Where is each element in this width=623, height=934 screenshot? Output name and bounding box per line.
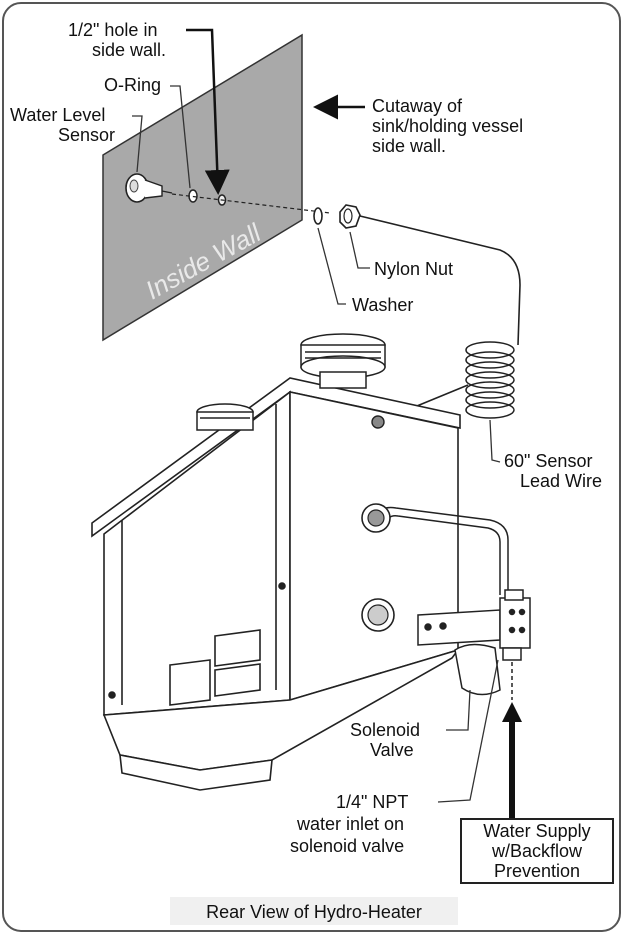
assembly-axis bbox=[171, 193, 331, 214]
hole-arrow bbox=[186, 28, 230, 195]
water-supply-box bbox=[460, 818, 614, 884]
lead-wire-label-line1: 60" Sensor bbox=[504, 451, 592, 471]
caption: Rear View of Hydro-Heater bbox=[206, 902, 422, 922]
sensor-label-line1: Water Level bbox=[10, 105, 105, 125]
npt-label-line2: water inlet on bbox=[296, 814, 404, 834]
coiled-lead-wire bbox=[465, 341, 515, 419]
hole-label-line2: side wall. bbox=[92, 40, 166, 60]
sensor-label-line2: Sensor bbox=[58, 125, 115, 145]
sensor-lead-wire bbox=[359, 215, 521, 346]
cutaway-label-line2: sink/holding vessel bbox=[372, 116, 523, 136]
cutaway-label-line3: side wall. bbox=[372, 136, 446, 156]
water-supply-arrow-icon bbox=[502, 702, 522, 818]
solenoid-label-line1: Solenoid bbox=[350, 720, 420, 740]
solenoid-valve-icon bbox=[417, 589, 531, 696]
hole-label-line1: 1/2" hole in bbox=[68, 20, 157, 40]
npt-label-line3: solenoid valve bbox=[290, 836, 404, 856]
caption-background bbox=[170, 897, 458, 925]
supply-label-line3: Prevention bbox=[494, 861, 580, 881]
npt-label-line1: 1/4" NPT bbox=[336, 792, 408, 812]
supply-label-line2: w/Backflow bbox=[491, 841, 583, 861]
cutaway-label-line1: Cutaway of bbox=[372, 96, 463, 116]
supply-label-line1: Water Supply bbox=[483, 821, 590, 841]
nylon-nut-label: Nylon Nut bbox=[374, 259, 453, 279]
sensor-port-icon bbox=[371, 415, 385, 429]
washer-icon bbox=[313, 207, 323, 225]
top-fitting-icon bbox=[300, 333, 386, 389]
sink-side-wall: Inside Wall bbox=[102, 33, 303, 342]
second-top-fitting-icon bbox=[196, 403, 254, 431]
hydro-heater-body bbox=[91, 377, 461, 791]
o-ring-label: O-Ring bbox=[104, 75, 161, 95]
nylon-nut-icon bbox=[339, 204, 361, 229]
water-level-sensor-icon bbox=[125, 173, 173, 203]
lead-wire-label-line2: Lead Wire bbox=[520, 471, 602, 491]
washer-label: Washer bbox=[352, 295, 413, 315]
solenoid-label-line2: Valve bbox=[370, 740, 414, 760]
